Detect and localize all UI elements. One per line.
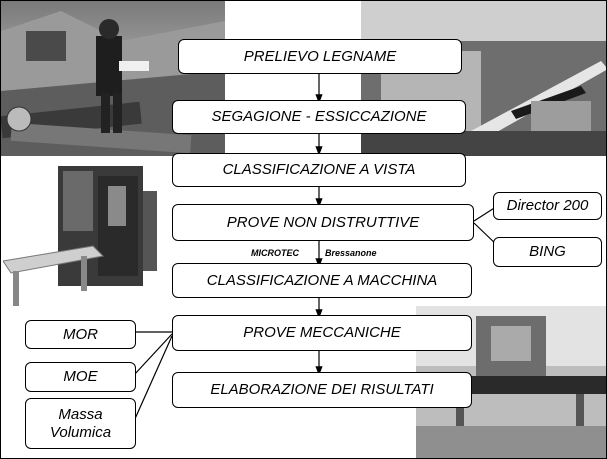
bressanone-label: Bressanone <box>325 248 377 258</box>
step-elaborazione-risultati: ELABORAZIONE DEI RISULTATI <box>172 372 472 408</box>
step-label: CLASSIFICAZIONE A MACCHINA <box>207 272 438 289</box>
output-massa-volumica: Massa Volumica <box>25 398 136 449</box>
step-label: PRELIEVO LEGNAME <box>244 48 397 65</box>
output-label: MOR <box>63 326 98 343</box>
step-label: SEGAGIONE - ESSICCAZIONE <box>211 108 426 125</box>
tool-label: BING <box>529 243 566 260</box>
microtec-label: MICROTEC <box>251 248 299 258</box>
tool-director-200: Director 200 <box>493 192 602 220</box>
line-massa <box>134 336 172 421</box>
step-label: CLASSIFICAZIONE A VISTA <box>223 161 416 178</box>
output-mor: MOR <box>25 320 136 349</box>
step-label: PROVE MECCANICHE <box>243 324 401 341</box>
step-prelievo-legname: PRELIEVO LEGNAME <box>178 39 462 74</box>
tool-label: Director 200 <box>507 197 589 214</box>
output-label: MOE <box>63 368 97 385</box>
step-classificazione-macchina: CLASSIFICAZIONE A MACCHINA <box>172 263 472 298</box>
output-label: Massa Volumica <box>40 406 121 441</box>
output-moe: MOE <box>25 362 136 392</box>
step-classificazione-vista: CLASSIFICAZIONE A VISTA <box>172 153 466 187</box>
step-segagione-essiccazione: SEGAGIONE - ESSICCAZIONE <box>172 100 466 134</box>
tool-bing: BING <box>493 237 602 267</box>
line-moe <box>134 334 172 375</box>
step-prove-meccaniche: PROVE MECCANICHE <box>172 315 472 351</box>
step-prove-non-distruttive: PROVE NON DISTRUTTIVE <box>172 204 474 241</box>
step-label: PROVE NON DISTRUTTIVE <box>227 214 420 231</box>
step-label: ELABORAZIONE DEI RISULTATI <box>210 381 433 398</box>
